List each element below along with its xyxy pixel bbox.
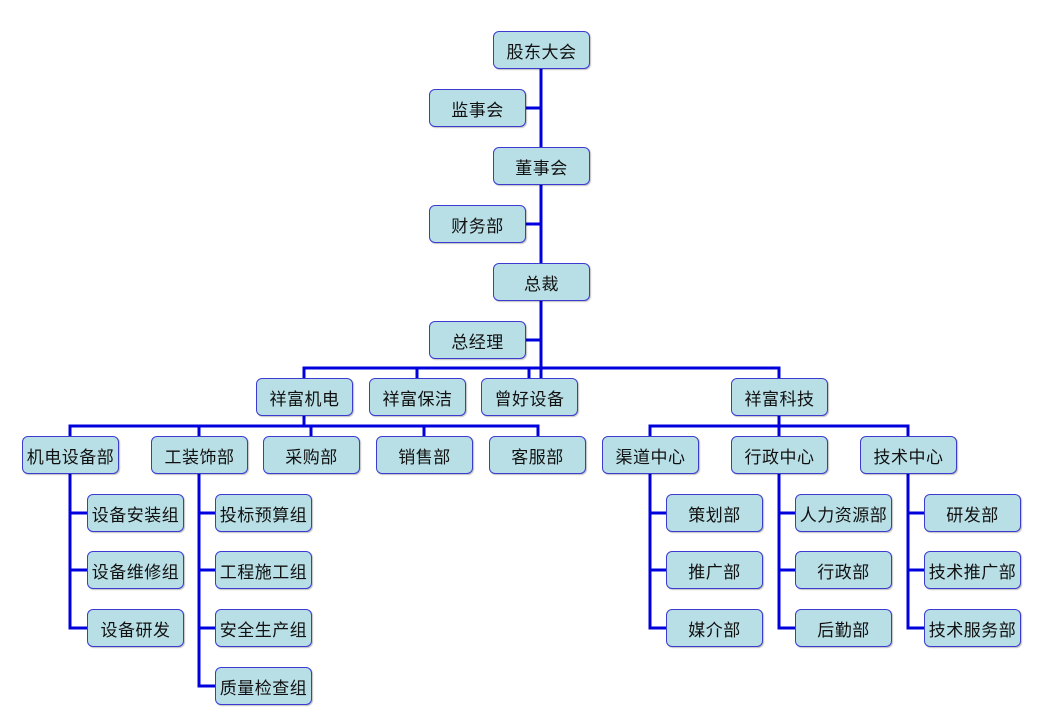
node-admin-logistics: 后勤部	[795, 609, 892, 647]
node-president: 总裁	[493, 263, 590, 301]
node-group-safety: 安全生产组	[215, 609, 312, 647]
node-group-equipment-install: 设备安装组	[87, 494, 184, 532]
node-group-bidding: 投标预算组	[215, 494, 312, 532]
node-tech-rnd: 研发部	[924, 494, 1021, 532]
node-group-equipment-repair: 设备维修组	[87, 551, 184, 589]
node-channel-promotion: 推广部	[666, 551, 763, 589]
node-company-jidian: 祥富机电	[256, 378, 353, 416]
node-dept-equipment: 机电设备部	[22, 436, 119, 474]
node-tech-service: 技术服务部	[924, 609, 1021, 647]
node-channel-media: 媒介部	[666, 609, 763, 647]
node-center-admin: 行政中心	[731, 436, 828, 474]
node-center-channel: 渠道中心	[602, 436, 699, 474]
node-dept-decoration: 工装饰部	[151, 436, 248, 474]
node-admin-admin: 行政部	[795, 551, 892, 589]
node-center-tech: 技术中心	[860, 436, 957, 474]
node-general-manager: 总经理	[429, 321, 526, 359]
node-supervisory-board: 监事会	[429, 89, 526, 127]
node-board-of-directors: 董事会	[493, 147, 590, 185]
node-dept-sales: 销售部	[376, 436, 473, 474]
node-shareholders-meeting: 股东大会	[493, 31, 590, 69]
node-group-equipment-rnd: 设备研发	[87, 609, 184, 647]
node-admin-hr: 人力资源部	[795, 494, 892, 532]
node-company-zenghao: 曾好设备	[481, 378, 578, 416]
node-dept-purchase: 采购部	[263, 436, 360, 474]
node-group-construction: 工程施工组	[215, 551, 312, 589]
node-channel-planning: 策划部	[666, 494, 763, 532]
node-company-keji: 祥富科技	[731, 378, 828, 416]
node-dept-service: 客服部	[489, 436, 586, 474]
node-company-baojie: 祥富保洁	[369, 378, 466, 416]
node-group-quality: 质量检查组	[215, 667, 312, 705]
node-tech-promotion: 技术推广部	[924, 551, 1021, 589]
node-finance-dept: 财务部	[429, 205, 526, 243]
